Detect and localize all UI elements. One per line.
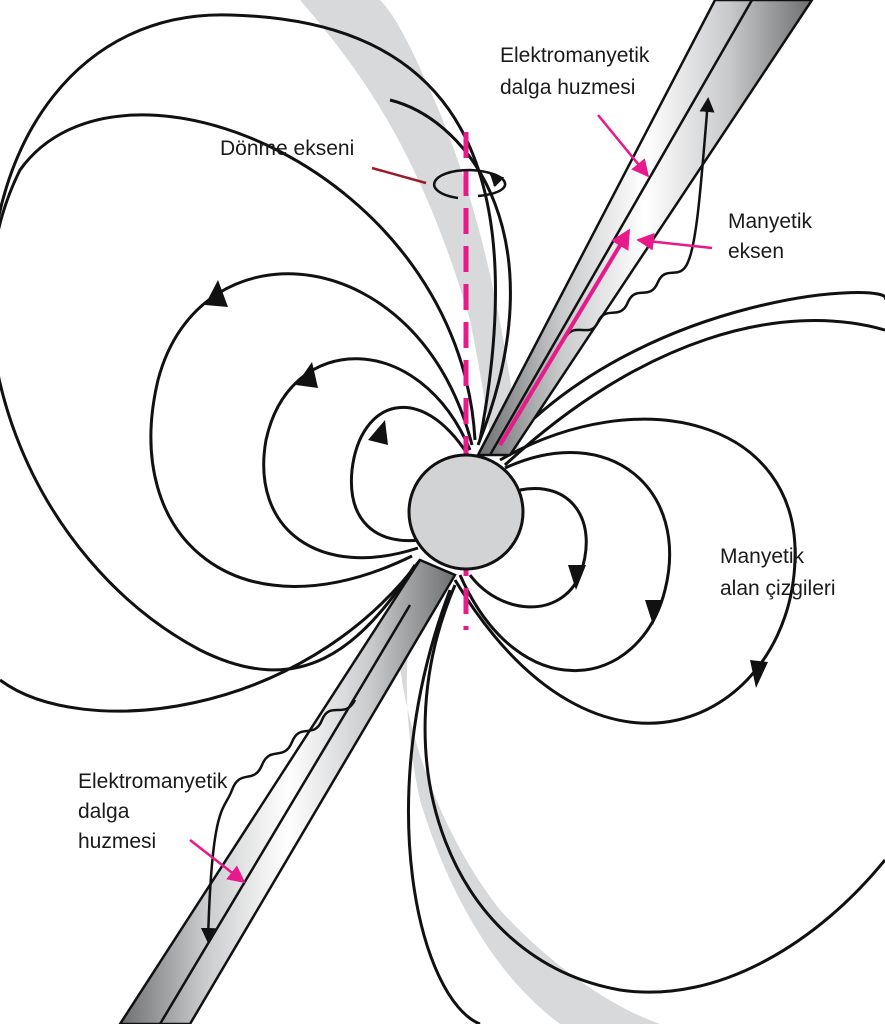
- pointer-magnetic-axis: [636, 232, 713, 251]
- arrowhead: [645, 600, 663, 625]
- em-wave-top: [563, 97, 715, 339]
- label-beam-top: Elektromanyetik dalga huzmesi: [500, 44, 655, 99]
- arrowhead: [568, 565, 586, 590]
- magnetic-field-lines: [0, 13, 885, 1024]
- field-line-right-6: [407, 589, 481, 1024]
- field-line-right-4: [496, 290, 885, 456]
- label-field-lines: Manyetik alan çizgileri: [720, 545, 836, 600]
- pointer-beam-top: [597, 114, 650, 178]
- band-top: [300, 0, 520, 450]
- field-line-left-6: [389, 98, 512, 446]
- arrowhead: [368, 420, 388, 445]
- pointer-rotation-axis: [371, 166, 427, 185]
- field-line-left-2: [262, 357, 472, 560]
- field-line-right-7: [503, 319, 885, 467]
- arrowhead: [296, 362, 318, 388]
- pointer-beam-bottom: [189, 839, 246, 884]
- label-magnetic-axis: Manyetik eksen: [728, 210, 818, 263]
- field-line-left-outer: [0, 559, 422, 713]
- field-line-left-3: [149, 272, 474, 588]
- field-line-right-3: [453, 417, 797, 725]
- radiation-band: [300, 0, 660, 1024]
- arrowhead: [750, 660, 768, 688]
- field-line-right-2: [458, 451, 671, 673]
- pointers: [189, 114, 713, 884]
- field-line-left-5: [0, 13, 497, 441]
- label-rotation-axis: Dönme ekseni: [220, 137, 354, 160]
- field-arrowheads: [205, 280, 768, 688]
- beam-bottom: [118, 558, 457, 1024]
- field-line-left-1: [349, 405, 470, 543]
- field-line-right-5: [423, 584, 885, 994]
- arrowhead: [205, 280, 228, 307]
- rotation-arrow-icon: [433, 168, 507, 200]
- em-wave-bottom: [200, 699, 357, 943]
- magnetic-axis-line: [498, 228, 631, 447]
- neutron-star: [407, 453, 525, 571]
- label-beam-bottom: Elektromanyetik dalga huzmesi: [78, 770, 233, 853]
